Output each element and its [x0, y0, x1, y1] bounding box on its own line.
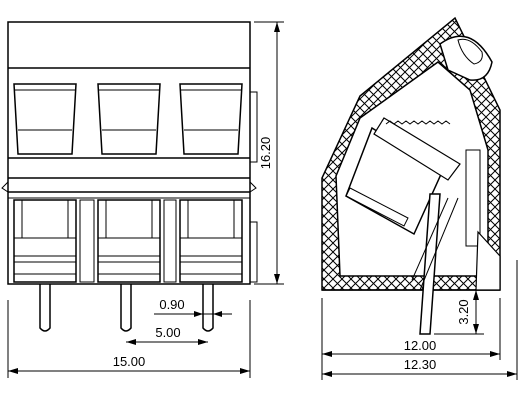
pin-length-label: 3.20 [456, 299, 471, 324]
total-height-label: 16.20 [258, 137, 273, 170]
pin-2 [120, 284, 132, 332]
clamp-top-plate [373, 117, 461, 181]
side-dimensions [321, 260, 518, 380]
screw-window-1 [13, 83, 77, 155]
pin-1 [39, 284, 51, 332]
wire-entry-1 [13, 199, 77, 283]
front-body-outline [7, 21, 251, 285]
front-dimensions [7, 21, 284, 378]
front-left-tab [1, 180, 9, 193]
front-view [1, 21, 258, 332]
side-depth-label: 12.00 [404, 338, 437, 353]
side-total-depth-label: 12.30 [404, 357, 437, 372]
screw-head [439, 35, 493, 81]
screw-window-2 [97, 83, 161, 155]
wire-entry-3 [179, 199, 243, 283]
front-right-rib-upper [249, 91, 258, 163]
separator-2 [163, 199, 177, 283]
side-pin [419, 193, 441, 335]
side-view [321, 16, 501, 335]
screw-window-3 [179, 83, 243, 155]
serrated-contact [385, 120, 451, 125]
pin-3 [202, 284, 214, 332]
front-right-rib-lower [249, 221, 258, 283]
pin-width-label: 0.90 [159, 297, 184, 312]
separator-1 [79, 199, 95, 283]
front-right-tab [249, 180, 257, 193]
wire-entry-2 [97, 199, 161, 283]
pitch-label: 5.00 [155, 325, 180, 340]
total-width-label: 15.00 [113, 354, 146, 369]
